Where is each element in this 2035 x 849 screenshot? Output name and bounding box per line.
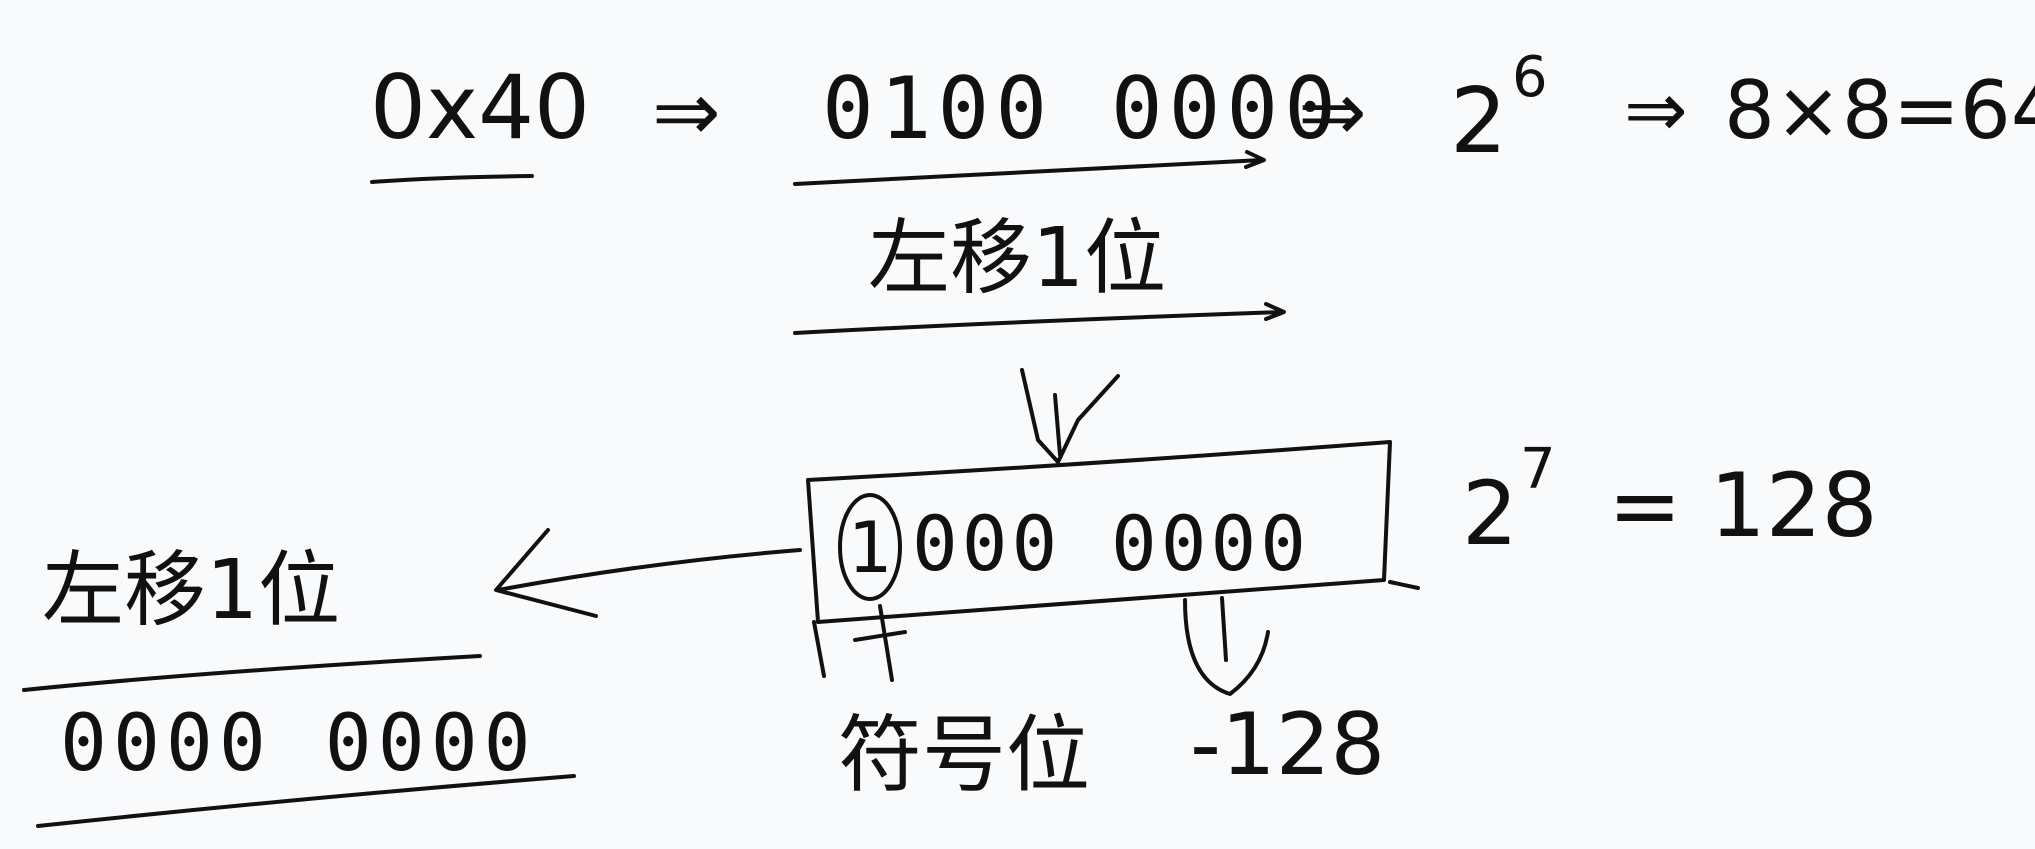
left-result-underline	[36, 774, 576, 828]
down-arrow-to-box	[1020, 368, 1120, 464]
sign-bit-pointer-arrow	[812, 604, 907, 682]
left-result-binary: 0000 0000	[60, 699, 537, 789]
negative-value: -128	[1190, 695, 1385, 795]
power-exponent-6: 6	[1512, 45, 1548, 110]
left-arrow-from-box	[494, 528, 802, 618]
shifted-sign-bit: 1	[848, 507, 893, 589]
power-value-128: = 128	[1608, 454, 1878, 557]
binary-underline	[793, 150, 1266, 186]
power-base-6: 2	[1450, 69, 1507, 174]
shift-left-note-bottom: 左移1位	[42, 543, 340, 638]
binary-value: 0100 0000	[822, 59, 1342, 159]
hex-underline	[370, 174, 534, 184]
power-exponent-7: 7	[1520, 437, 1556, 502]
arrow-2: ⇒	[1298, 65, 1367, 160]
power-base-7: 2	[1462, 462, 1518, 565]
sign-bit-circle	[838, 493, 902, 601]
shifted-value-box	[806, 440, 1392, 624]
hex-value: 0x40	[370, 56, 590, 159]
down-arrow-to-negative	[1183, 596, 1270, 696]
box-right-extension	[1388, 580, 1420, 590]
shift-note-underline	[793, 302, 1286, 335]
shifted-binary-rest: 000 0000	[912, 499, 1310, 588]
product-equation: 8×8=64	[1724, 64, 2035, 157]
arrow-3: ⇒	[1624, 65, 1688, 154]
shift-left-note-top: 左移1位	[868, 211, 1166, 306]
sign-bit-label: 符号位	[838, 706, 1090, 804]
arrow-1: ⇒	[652, 65, 721, 160]
left-note-underline	[22, 654, 482, 692]
